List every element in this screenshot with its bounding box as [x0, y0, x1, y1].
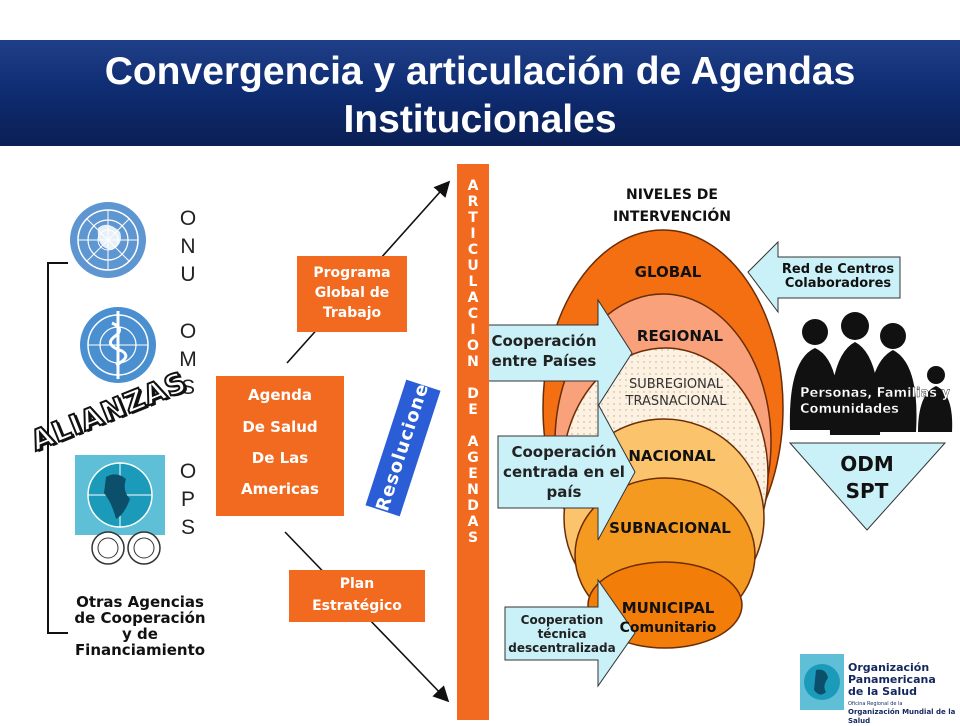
oms-label-letter: O: [179, 320, 197, 343]
onu-emblem: [70, 202, 146, 278]
level-regional-label: REGIONAL: [636, 327, 724, 345]
articulacion-bar: [457, 164, 489, 720]
articulacion-letter: N: [467, 482, 479, 498]
ops-label-letter: O: [179, 460, 197, 483]
articulacion-letter: [457, 418, 489, 434]
onu-label-letter: U: [180, 263, 196, 286]
level-municipal-label: MUNICIPAL Comunitario: [619, 599, 717, 636]
articulacion-letter: C: [467, 242, 479, 258]
red-centros-arrow: [747, 240, 901, 314]
articulacion-letter: E: [468, 402, 478, 418]
articulacion-letter: D: [467, 498, 479, 514]
cooperacion-pais-text: Cooperación centrada en el país: [503, 443, 625, 501]
level-subnacional-label: SUBNACIONAL: [609, 519, 731, 537]
cyan-arrow-pais: [497, 403, 636, 541]
niveles-header: NIVELES DE INTERVENCIÓN: [612, 187, 732, 225]
articulacion-letter: G: [467, 450, 479, 466]
articulacion-letter: D: [467, 386, 479, 402]
oms-label-letter: S: [180, 376, 195, 399]
articulacion-letter: O: [467, 338, 479, 354]
articulacion-letter: I: [470, 322, 476, 338]
title-bar: [0, 40, 960, 146]
org-logo-text: Organización Panamericana de la Salud Of…: [848, 661, 956, 726]
level-subregional-label: SUBREGIONAL TRASNACIONAL: [625, 377, 727, 409]
red-centros-text: Red de Centros Colaboradores: [781, 262, 895, 291]
oms-label-letter: M: [179, 348, 197, 371]
odm-text: ODM SPT: [840, 452, 894, 503]
articulacion-letter: R: [467, 194, 479, 210]
onu-label-letter: O: [179, 207, 197, 230]
ops-emblem: [75, 455, 165, 535]
cooperacion-paises-text: Cooperación entre Países: [491, 332, 597, 370]
level-nacional-label: NACIONAL: [628, 447, 716, 465]
ops-label-letter: P: [180, 488, 195, 511]
articulacion-letter: C: [467, 306, 479, 322]
alianzas-bracket: [47, 262, 68, 634]
page-title-line1: Convergencia y articulación de Agendas: [104, 50, 856, 93]
family-silhouettes: [789, 312, 953, 435]
odm-triangle: [788, 442, 947, 531]
ops-label-letter: S: [180, 516, 195, 539]
oms-emblem: [80, 307, 156, 383]
articulacion-letter: A: [467, 178, 479, 194]
cyan-arrow-paises: [487, 298, 633, 408]
personas-text: Personas, Familias y Comunidades: [800, 386, 950, 417]
plan-box: Plan Estratégico: [289, 570, 425, 622]
articulacion-letter: T: [468, 210, 478, 226]
otras-agencias: Otras Agencias de Cooperación y de Finan…: [74, 593, 206, 659]
articulacion-letter: A: [467, 290, 479, 306]
level-global-label: GLOBAL: [634, 263, 702, 281]
cooperation-tecnica-text: Cooperation técnica descentralizada: [508, 613, 616, 655]
articulacion-letter: S: [467, 530, 479, 546]
small-seals: [91, 531, 161, 565]
onu-label-letter: N: [180, 235, 196, 258]
agenda-box: Agenda De Salud De Las Americas: [216, 376, 344, 516]
articulacion-letter: [457, 370, 489, 386]
articulacion-letter: U: [467, 258, 479, 274]
articulacion-letter: A: [467, 514, 479, 530]
articulacion-letter: I: [470, 226, 476, 242]
programa-box: Programa Global de Trabajo: [297, 256, 407, 332]
page-title-line2: Institucionales: [343, 98, 617, 141]
org-logo-mark: [800, 654, 844, 710]
articulacion-letter: A: [467, 434, 479, 450]
articulacion-letter: N: [467, 354, 479, 370]
cyan-arrow-tecnica: [504, 578, 636, 688]
articulacion-letter: E: [468, 466, 478, 482]
articulacion-letter: L: [468, 274, 478, 290]
